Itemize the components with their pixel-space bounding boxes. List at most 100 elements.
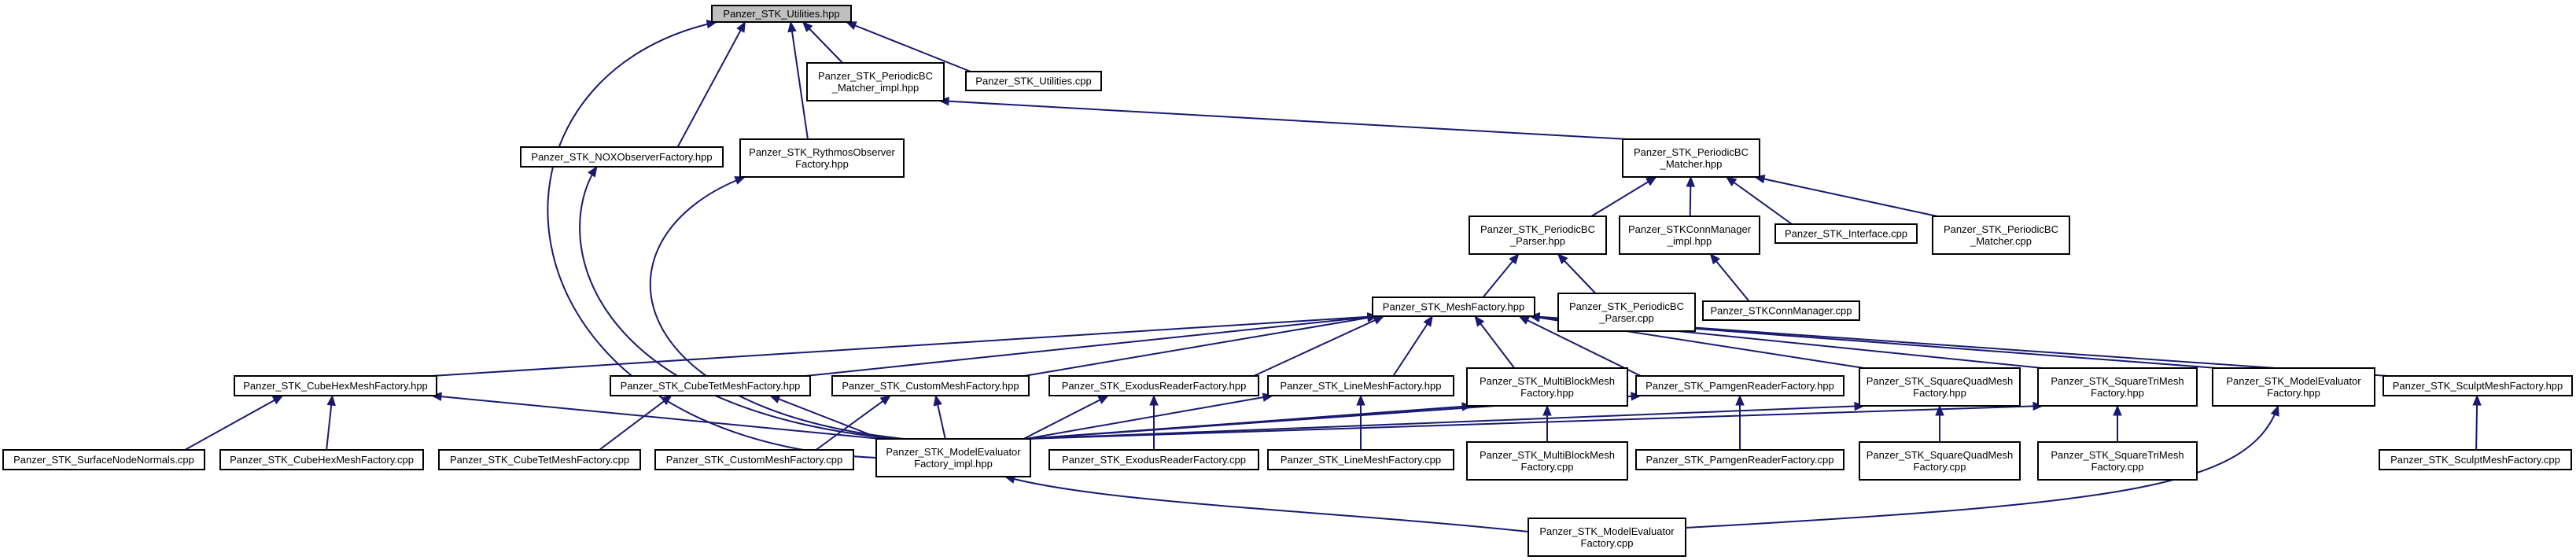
- node-label: Panzer_STK_ExodusReaderFactory.hpp: [1062, 380, 1247, 392]
- node-label: Factory.hpp: [1913, 387, 1966, 399]
- node-utilities-cpp[interactable]: Panzer_STK_Utilities.cpp: [965, 71, 1102, 91]
- node-label: Panzer_STK_ModelEvaluator: [886, 446, 1021, 458]
- node-box: [965, 71, 1102, 91]
- edge-line: [1754, 176, 1938, 217]
- node-periodicbc-parser-cpp[interactable]: Panzer_STK_PeriodicBC_Parser.cpp: [1557, 293, 1696, 332]
- arrowhead: [588, 165, 598, 178]
- edge-modelevaluatorfactory_impl_hpp-to-squaretrimeshfactory_hpp: [1025, 401, 2044, 440]
- arrowhead: [933, 394, 942, 407]
- node-utilities-hpp[interactable]: Panzer_STK_Utilities.hpp: [711, 5, 852, 23]
- edge-periodicbc_matcher_cpp-to-periodicbc_matcher_hpp: [1753, 174, 1938, 217]
- arrowhead: [2472, 394, 2482, 406]
- edge-cubetetmeshfactory_hpp-to-meshfactory_hpp: [805, 312, 1379, 377]
- node-surfacenodenormals-cpp[interactable]: Panzer_STK_SurfaceNodeNormals.cpp: [2, 449, 205, 470]
- node-label: Panzer_STK_RythmosObserver: [749, 146, 895, 158]
- node-noxobserverfactory-hpp[interactable]: Panzer_STK_NOXObserverFactory.hpp: [520, 146, 724, 168]
- node-sculptmeshfactory-hpp[interactable]: Panzer_STK_SculptMeshFactory.hpp: [2383, 375, 2573, 396]
- arrowhead: [768, 395, 781, 403]
- arrowhead: [1423, 315, 1433, 327]
- arrowhead: [1542, 404, 1552, 416]
- edge-custommeshfactory_hpp-to-meshfactory_hpp: [1023, 313, 1379, 377]
- node-custommeshfactory-hpp[interactable]: Panzer_STK_CustomMeshFactory.hpp: [831, 375, 1030, 396]
- arrowhead: [1557, 253, 1568, 264]
- arrowhead: [2113, 404, 2122, 416]
- node-box: [2037, 441, 2198, 481]
- node-periodicbc-matcher-impl-hpp[interactable]: Panzer_STK_PeriodicBC_Matcher_impl.hpp: [806, 62, 945, 101]
- node-cubetetmeshfactory-cpp[interactable]: Panzer_STK_CubeTetMeshFactory.cpp: [438, 449, 641, 470]
- edge-modelevaluatorfactory_impl_hpp-to-noxobserverfactory_hpp: [579, 165, 897, 440]
- node-linemeshfactory-cpp[interactable]: Panzer_STK_LineMeshFactory.cpp: [1267, 449, 1454, 470]
- node-box: [1859, 367, 2021, 407]
- node-box: [2, 449, 205, 470]
- node-label: Panzer_STK_PeriodicBC: [1569, 300, 1684, 312]
- node-label: Panzer_STK_SquareTriMesh: [2051, 449, 2184, 461]
- node-sculptmeshfactory-cpp[interactable]: Panzer_STK_SculptMeshFactory.cpp: [2379, 449, 2572, 470]
- edge-modelevaluatorfactory_cpp-to-modelevaluatorfactory_impl_hpp: [1004, 474, 1529, 532]
- node-box: [1859, 441, 2021, 481]
- node-label: Factory.hpp: [795, 158, 849, 170]
- arrowhead: [787, 20, 797, 33]
- node-cubehexmeshfactory-hpp[interactable]: Panzer_STK_CubeHexMeshFactory.hpp: [234, 375, 437, 396]
- edge-line: [431, 395, 882, 440]
- node-linemeshfactory-hpp[interactable]: Panzer_STK_LineMeshFactory.hpp: [1267, 375, 1454, 396]
- edge-line: [599, 395, 673, 451]
- node-box: [739, 138, 905, 178]
- node-box: [2037, 367, 2198, 407]
- node-box: [654, 449, 854, 470]
- node-periodicbc-parser-hpp[interactable]: Panzer_STK_PeriodicBC_Parser.hpp: [1469, 216, 1607, 255]
- arrowhead: [845, 21, 857, 30]
- node-custommeshfactory-cpp[interactable]: Panzer_STK_CustomMeshFactory.cpp: [654, 449, 854, 470]
- arrowhead: [1709, 252, 1720, 265]
- node-label: Panzer_STK_Utilities.cpp: [975, 76, 1091, 87]
- node-label: Panzer_STK_ExodusReaderFactory.cpp: [1062, 454, 1246, 466]
- node-label: Panzer_STK_NOXObserverFactory.hpp: [531, 151, 712, 163]
- node-box: [806, 62, 945, 101]
- node-box: [2383, 375, 2573, 396]
- node-label: Panzer_STK_SurfaceNodeNormals.cpp: [13, 454, 194, 466]
- node-label: Panzer_STK_CustomMeshFactory.hpp: [842, 380, 1019, 392]
- edge-line: [1726, 176, 1793, 225]
- node-pamgenreaderfactory-hpp[interactable]: Panzer_STK_PamgenReaderFactory.hpp: [1635, 375, 1844, 396]
- edges-layer: [184, 20, 2482, 532]
- node-label: Panzer_STK_LineMeshFactory.cpp: [1281, 454, 1441, 466]
- node-label: _Matcher_impl.hpp: [831, 82, 919, 94]
- node-label: Panzer_STK_PeriodicBC: [1634, 146, 1749, 158]
- node-periodicbc-matcher-cpp[interactable]: Panzer_STK_PeriodicBC_Matcher.cpp: [1932, 216, 2070, 255]
- edge-multiblockmeshfactory_hpp-to-meshfactory_hpp: [1474, 315, 1516, 369]
- edge-line: [184, 395, 283, 451]
- edge-cubehexmeshfactory_cpp-to-cubehexmeshfactory_hpp: [326, 394, 336, 451]
- node-label: Panzer_STK_MultiBlockMesh: [1480, 375, 1615, 387]
- edge-line: [938, 100, 1628, 140]
- node-stkconnmanager-impl-hpp[interactable]: Panzer_STKConnManager_impl.hpp: [1619, 216, 1760, 255]
- node-pamgenreaderfactory-cpp[interactable]: Panzer_STK_PamgenReaderFactory.cpp: [1635, 449, 1844, 470]
- node-periodicbc-matcher-hpp[interactable]: Panzer_STK_PeriodicBC_Matcher.hpp: [1622, 138, 1760, 178]
- edge-line: [1518, 315, 1642, 377]
- edge-line: [1392, 315, 1434, 377]
- node-meshfactory-hpp[interactable]: Panzer_STK_MeshFactory.hpp: [1372, 297, 1535, 317]
- node-box: [1932, 216, 2070, 255]
- node-interface-cpp[interactable]: Panzer_STK_Interface.cpp: [1774, 223, 1918, 244]
- node-label: Factory.hpp: [1520, 387, 1574, 399]
- arrowhead: [736, 20, 746, 33]
- node-modelevaluatorfactory-impl-hpp[interactable]: Panzer_STK_ModelEvaluatorFactory_impl.hp…: [875, 438, 1031, 477]
- node-stkconnmanager-cpp[interactable]: Panzer_STKConnManager.cpp: [1702, 300, 1860, 321]
- node-cubehexmeshfactory-cpp[interactable]: Panzer_STK_CubeHexMeshFactory.cpp: [219, 449, 424, 470]
- node-box: [1048, 375, 1259, 396]
- node-label: Panzer_STK_CubeTetMeshFactory.hpp: [621, 380, 801, 392]
- edge-line: [1474, 315, 1516, 369]
- node-cubetetmeshfactory-hpp[interactable]: Panzer_STK_CubeTetMeshFactory.hpp: [610, 375, 811, 396]
- edge-cubehexmeshfactory_hpp-to-meshfactory_hpp: [431, 312, 1379, 377]
- node-exodusreaderfactory-hpp[interactable]: Panzer_STK_ExodusReaderFactory.hpp: [1048, 375, 1259, 396]
- node-label: Panzer_STK_PeriodicBC: [818, 70, 933, 82]
- node-exodusreaderfactory-cpp[interactable]: Panzer_STK_ExodusReaderFactory.cpp: [1048, 449, 1259, 470]
